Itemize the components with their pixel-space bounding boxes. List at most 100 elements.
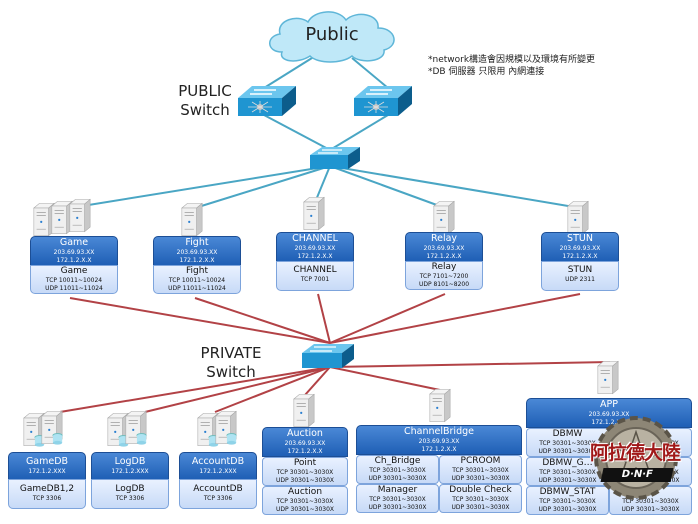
public-link bbox=[329, 165, 446, 209]
service-port: TCP 3306 bbox=[32, 495, 62, 502]
service-ch-bridge: Ch_Bridge TCP 30301~3030X UDP 30301~3030… bbox=[356, 455, 439, 484]
node-relay[interactable]: Relay 203.69.93.XX 172.1.2.X.X Relay TCP… bbox=[405, 232, 483, 290]
node-ip-public: 203.69.93.XX bbox=[176, 249, 218, 256]
service-manager: Manager TCP 30301~3030X UDP 30301~3030X bbox=[356, 484, 439, 513]
core-public-switch-icon bbox=[310, 147, 360, 169]
service-name: PCROOM bbox=[460, 456, 501, 466]
server-icon bbox=[69, 198, 91, 233]
node-ip-public: 203.69.93.XX bbox=[418, 438, 460, 445]
service-name: Double Check bbox=[449, 485, 512, 495]
service-port: TCP 10011~10024 bbox=[45, 277, 103, 284]
node-ip-private: 172.1.2.X.X bbox=[56, 257, 92, 264]
node-service: CHANNEL TCP 7001 bbox=[276, 261, 354, 291]
service-port: UDP 30301~3030X bbox=[538, 477, 597, 484]
node-service: Relay TCP 7101~7200 UDP 8101~8200 bbox=[405, 261, 483, 290]
logo-title: 阿拉德大陸 bbox=[589, 442, 681, 464]
service-name: DBMW_G… bbox=[542, 458, 593, 468]
server-icon bbox=[303, 196, 325, 231]
service-port: TCP 30301~3030X bbox=[539, 498, 596, 505]
node-header: LogDB 172.1.2.XXX bbox=[91, 452, 169, 480]
node-header: Fight 203.69.93.XX 172.1.2.X.X bbox=[153, 236, 241, 266]
service-port: TCP 7001 bbox=[300, 276, 330, 283]
node-ip-private: 172.1.2.X.X bbox=[562, 253, 598, 260]
node-logdb[interactable]: LogDB 172.1.2.XXX LogDB TCP 3306 bbox=[91, 452, 169, 509]
service-port: UDP 30301~3030X bbox=[368, 504, 427, 511]
node-ip-private: 172.1.2.X.X bbox=[297, 253, 333, 260]
node-ip-public: 203.69.93.XX bbox=[423, 245, 465, 252]
service-port: TCP 30301~3030X bbox=[452, 496, 509, 503]
private-link bbox=[144, 366, 331, 413]
node-title: Game bbox=[59, 237, 89, 248]
node-header: Relay 203.69.93.XX 172.1.2.X.X bbox=[405, 232, 483, 262]
node-ip-private: 172.1.2.XXX bbox=[199, 468, 237, 475]
node-title: LogDB bbox=[114, 456, 146, 467]
node-auction[interactable]: Auction 203.69.93.XX 172.1.2.X.X Point T… bbox=[262, 427, 348, 515]
node-title: Relay bbox=[430, 233, 458, 244]
node-header: AccountDB 172.1.2.XXX bbox=[179, 452, 257, 480]
server-icon bbox=[429, 388, 451, 423]
node-ip-private: 172.1.2.X.X bbox=[287, 448, 323, 455]
service-port: TCP 30301~3030X bbox=[452, 467, 509, 474]
service-port: TCP 10011~10024 bbox=[168, 277, 226, 284]
node-title: AccountDB bbox=[191, 456, 245, 467]
node-channel[interactable]: CHANNEL 203.69.93.XX 172.1.2.X.X CHANNEL… bbox=[276, 232, 354, 291]
note-line: *DB 伺服器 只限用 內網連接 bbox=[428, 67, 545, 77]
service-name: DBMW bbox=[552, 429, 583, 439]
private-link bbox=[329, 293, 446, 344]
node-game[interactable]: Game 203.69.93.XX 172.1.2.X.X Game TCP 1… bbox=[30, 236, 118, 294]
server-icon bbox=[567, 200, 589, 235]
service-double-check: Double Check TCP 30301~3030X UDP 30301~3… bbox=[439, 484, 522, 513]
service-name: LogDB bbox=[115, 484, 145, 494]
service-port: TCP 7101~7200 bbox=[419, 273, 469, 280]
service-port: UDP 30301~3030X bbox=[451, 504, 510, 511]
service-point: Point TCP 30301~3030X UDP 30301~3030X bbox=[262, 457, 348, 486]
node-title: GameDB bbox=[25, 456, 69, 467]
note-line: *network構造會因規模以及環境有所變更 bbox=[428, 55, 596, 65]
private-link bbox=[59, 366, 331, 413]
node-service: Game TCP 10011~10024 UDP 11011~11024 bbox=[30, 265, 118, 294]
service-port: TCP 3306 bbox=[115, 495, 145, 502]
node-service: LogDB TCP 3306 bbox=[91, 479, 169, 509]
node-channelbridge[interactable]: ChannelBridge 203.69.93.XX 172.1.2.X.X C… bbox=[356, 425, 522, 513]
service-port: TCP 30301~3030X bbox=[276, 469, 334, 476]
service-port: UDP 30301~3030X bbox=[621, 506, 680, 513]
node-header: GameDB 172.1.2.XXX bbox=[8, 452, 86, 480]
server-icon bbox=[597, 360, 619, 395]
service-port: UDP 11011~11024 bbox=[45, 285, 103, 292]
node-title: ChannelBridge bbox=[404, 426, 474, 437]
service-port: TCP 30301~3030X bbox=[539, 440, 596, 447]
service-pcroom: PCROOM TCP 30301~3030X UDP 30301~3030X bbox=[439, 455, 522, 484]
public-switch-1-icon bbox=[238, 86, 296, 116]
public-link bbox=[69, 165, 331, 209]
node-title: APP bbox=[600, 399, 618, 410]
public-link bbox=[329, 114, 389, 151]
service-port: UDP 30301~3030X bbox=[451, 475, 510, 482]
node-ip-public: 203.69.93.XX bbox=[284, 440, 326, 447]
public-link bbox=[315, 165, 331, 201]
service-name: AccountDB bbox=[193, 484, 243, 494]
private-switch-label: PRIVATE Switch bbox=[186, 344, 276, 382]
node-ip-private: 172.1.2.X.X bbox=[179, 257, 215, 264]
service-port: TCP 30301~3030X bbox=[276, 498, 334, 505]
service-port: TCP 3306 bbox=[203, 495, 233, 502]
node-service: AccountDB TCP 3306 bbox=[179, 479, 257, 509]
private-link bbox=[304, 366, 331, 396]
private-link bbox=[329, 361, 611, 368]
service-name: Auction bbox=[287, 487, 323, 497]
server-icon bbox=[181, 202, 203, 237]
node-accountdb[interactable]: AccountDB 172.1.2.XXX AccountDB TCP 3306 bbox=[179, 452, 257, 509]
node-fight[interactable]: Fight 203.69.93.XX 172.1.2.X.X Fight TCP… bbox=[153, 236, 241, 294]
node-service: STUN UDP 2311 bbox=[541, 261, 619, 291]
service-port: UDP 30301~3030X bbox=[538, 506, 597, 513]
public-switch-label: PUBLIC Switch bbox=[160, 82, 250, 120]
node-stun[interactable]: STUN 203.69.93.XX 172.1.2.X.X STUN UDP 2… bbox=[541, 232, 619, 291]
node-header: ChannelBridge 203.69.93.XX 172.1.2.X.X bbox=[356, 425, 522, 455]
node-ip-private: 172.1.2.XXX bbox=[111, 468, 149, 475]
database-server-icon bbox=[125, 410, 147, 445]
service-name: DBMW_STAT bbox=[539, 487, 596, 497]
node-header: CHANNEL 203.69.93.XX 172.1.2.X.X bbox=[276, 232, 354, 262]
public-switch-2-icon bbox=[354, 86, 412, 116]
node-ip-public: 203.69.93.XX bbox=[559, 245, 601, 252]
node-gamedb[interactable]: GameDB 172.1.2.XXX GameDB1,2 TCP 3306 bbox=[8, 452, 86, 509]
